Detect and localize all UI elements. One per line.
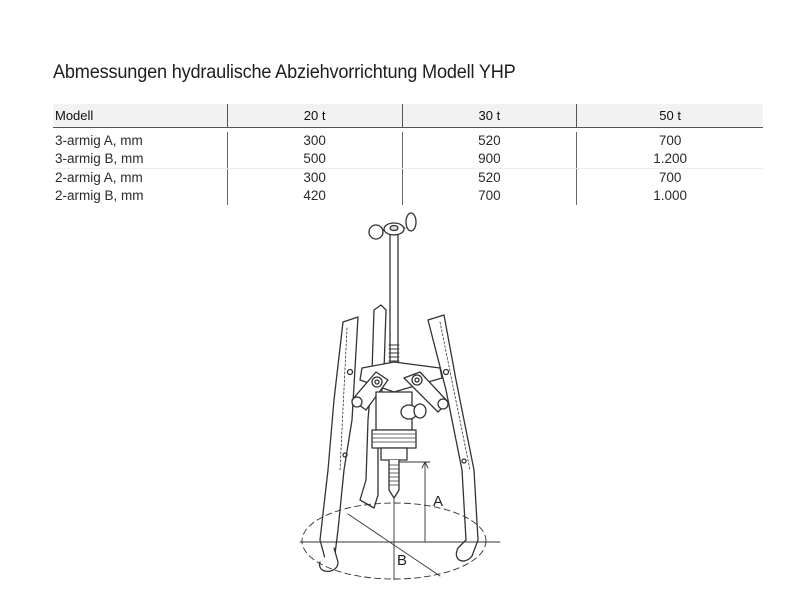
header-30t: 30 t — [401, 104, 577, 127]
cell-30t: 520 — [401, 132, 577, 150]
table-row: 3-armig B, mm 500 900 1.200 — [53, 150, 763, 168]
dimension-label-a: A — [433, 493, 443, 510]
cell-30t: 900 — [401, 150, 577, 168]
cell-50t: 700 — [576, 132, 763, 150]
table-header-row: Modell 20 t 30 t 50 t — [53, 104, 763, 128]
table-row: 2-armig A, mm 300 520 700 — [53, 169, 763, 187]
table-row: 2-armig B, mm 420 700 1.000 — [53, 187, 763, 205]
cell-30t: 520 — [401, 169, 577, 187]
row-label: 3-armig A, mm — [55, 133, 143, 148]
puller-illustration: A B — [285, 210, 525, 583]
header-50t: 50 t — [576, 104, 763, 127]
cell-20t: 420 — [226, 187, 402, 205]
cell-20t: 300 — [226, 169, 402, 187]
cell-50t: 700 — [576, 169, 763, 187]
cell-20t: 500 — [226, 150, 402, 168]
cell-20t: 300 — [226, 132, 402, 150]
table-row: 3-armig A, mm 300 520 700 — [53, 128, 763, 150]
row-label: 2-armig B, mm — [55, 188, 144, 203]
cell-50t: 1.200 — [576, 150, 763, 168]
cell-30t: 700 — [401, 187, 577, 205]
cell-50t: 1.000 — [576, 187, 763, 205]
dimension-label-b: B — [397, 552, 407, 569]
header-modell: Modell — [55, 108, 94, 123]
header-20t: 20 t — [226, 104, 402, 127]
wing-nut-icon — [368, 212, 417, 240]
table-body: 3-armig A, mm 300 520 700 3-armig B, mm … — [53, 128, 763, 205]
page-title: Abmessungen hydraulische Abziehvorrichtu… — [53, 61, 516, 84]
group-divider — [53, 168, 763, 169]
row-label: 3-armig B, mm — [55, 151, 144, 166]
row-label: 2-armig A, mm — [55, 170, 143, 185]
dimensions-table: Modell 20 t 30 t 50 t 3-armig A, mm 300 … — [53, 104, 763, 205]
